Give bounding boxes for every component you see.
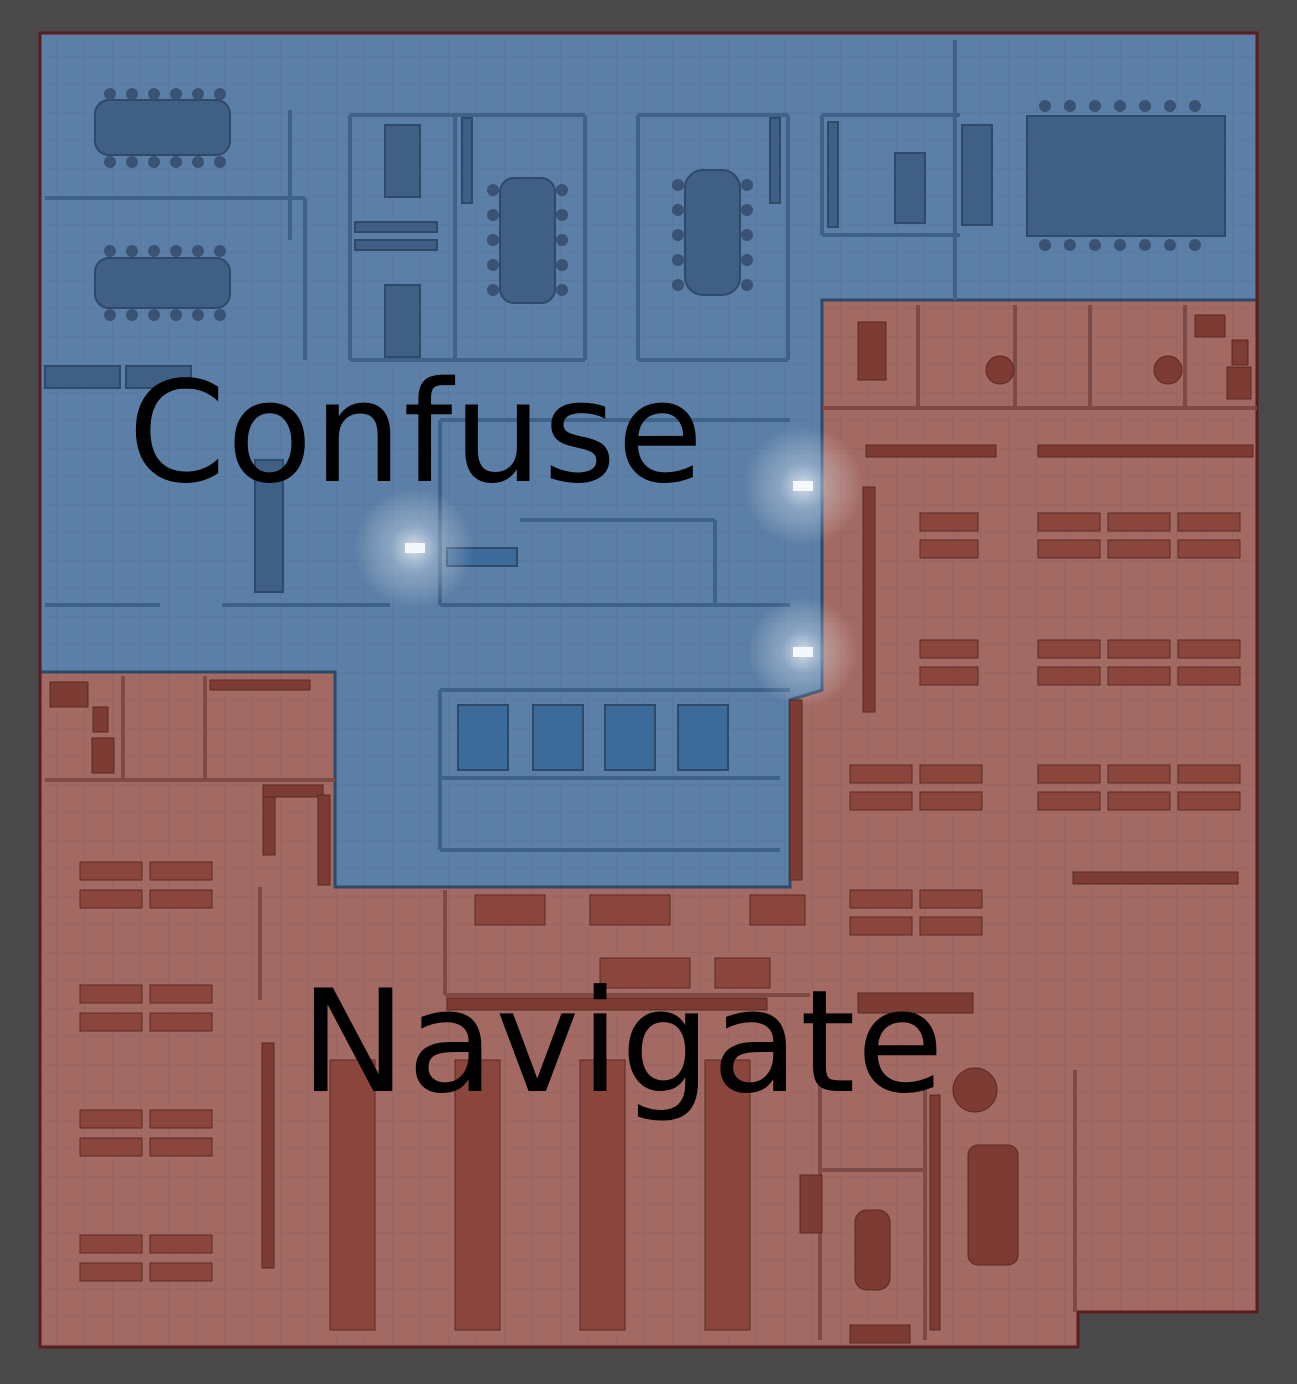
- navigate-zone-furniture: [49, 314, 1254, 1344]
- outer-wall: [38, 31, 1259, 1349]
- confuse-zone-tables: [44, 99, 1226, 771]
- zone-label-navigate: Navigate: [300, 960, 945, 1125]
- confuse-zone-chairs: [104, 88, 1201, 321]
- confuse-zone-furniture: [45, 40, 960, 852]
- zone-label-confuse: Confuse: [128, 352, 705, 515]
- navigate-zone-walls: [45, 305, 1257, 1340]
- ceiling-lights: [354, 426, 863, 707]
- navigate-zone-desks: [79, 512, 1241, 1331]
